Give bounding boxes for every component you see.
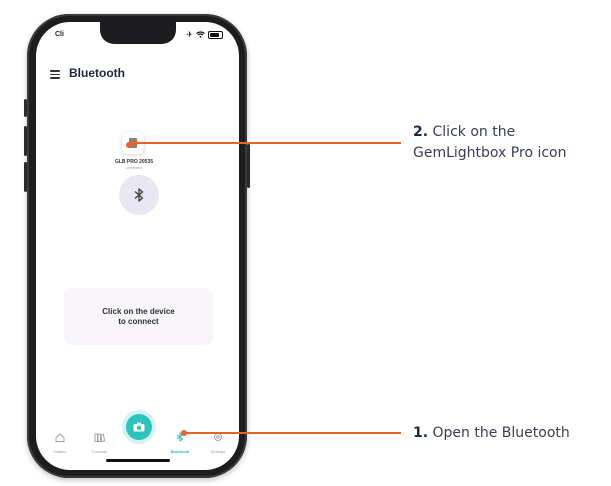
device-status: connected: [125, 166, 143, 170]
phone-power-button: [247, 144, 250, 188]
callout-2-text: 2. Click on the GemLightbox Pro icon: [413, 122, 566, 164]
status-icons: ✈: [186, 30, 223, 39]
connect-hint-card: Click on the device to connect: [64, 288, 213, 345]
battery-icon: [208, 30, 223, 39]
callout-1-number: 1.: [413, 425, 429, 441]
books-icon: [94, 433, 105, 443]
page-title: Bluetooth: [69, 66, 125, 80]
camera-button[interactable]: [126, 414, 152, 440]
callout-1-dot: [181, 430, 187, 436]
camera-icon: [133, 422, 145, 432]
hint-line-2: to connect: [118, 316, 159, 326]
callout-2-line-2: GemLightbox Pro icon: [413, 145, 567, 161]
tab-label: Tutorials: [91, 449, 107, 454]
device-indicator-dot: [126, 142, 132, 148]
callout-2-dot: [132, 140, 138, 146]
callout-2-line-1: Click on the: [432, 124, 516, 140]
bottom-tab-bar: Gallery Tutorials Bluetooth: [36, 414, 239, 457]
tab-label: Settings: [210, 449, 226, 454]
hamburger-menu-icon[interactable]: [50, 70, 60, 79]
phone-screen: Cli ✈ Bluetooth GLB PRO 20535 connected …: [36, 22, 239, 470]
tab-label: Gallery: [53, 449, 67, 454]
tab-label: Bluetooth: [170, 449, 190, 454]
status-time: Cli: [55, 31, 64, 38]
callout-1-text: 1. Open the Bluetooth: [413, 423, 570, 444]
tab-bluetooth[interactable]: Bluetooth: [165, 429, 195, 454]
phone-side-button: [24, 99, 27, 117]
callout-1-line-1: Open the Bluetooth: [432, 425, 570, 441]
callout-2-line: [137, 142, 401, 144]
phone-volume-down: [24, 162, 27, 192]
tab-tutorials[interactable]: Tutorials: [84, 429, 114, 454]
device-name: GLB PRO 20535: [114, 159, 154, 165]
callout-1-line: [186, 432, 401, 434]
bluetooth-scan-button[interactable]: [119, 175, 159, 215]
notch: [100, 22, 176, 44]
tab-gallery[interactable]: Gallery: [45, 429, 75, 454]
callout-2-number: 2.: [413, 124, 429, 140]
bluetooth-icon: [134, 188, 144, 202]
home-icon: [55, 433, 65, 442]
hint-line-1: Click on the device: [102, 306, 175, 316]
airplane-icon: ✈: [186, 30, 193, 39]
wifi-icon: [196, 31, 205, 38]
home-indicator: [106, 459, 170, 462]
phone-volume-up: [24, 126, 27, 156]
bluetooth-icon: [176, 432, 184, 442]
